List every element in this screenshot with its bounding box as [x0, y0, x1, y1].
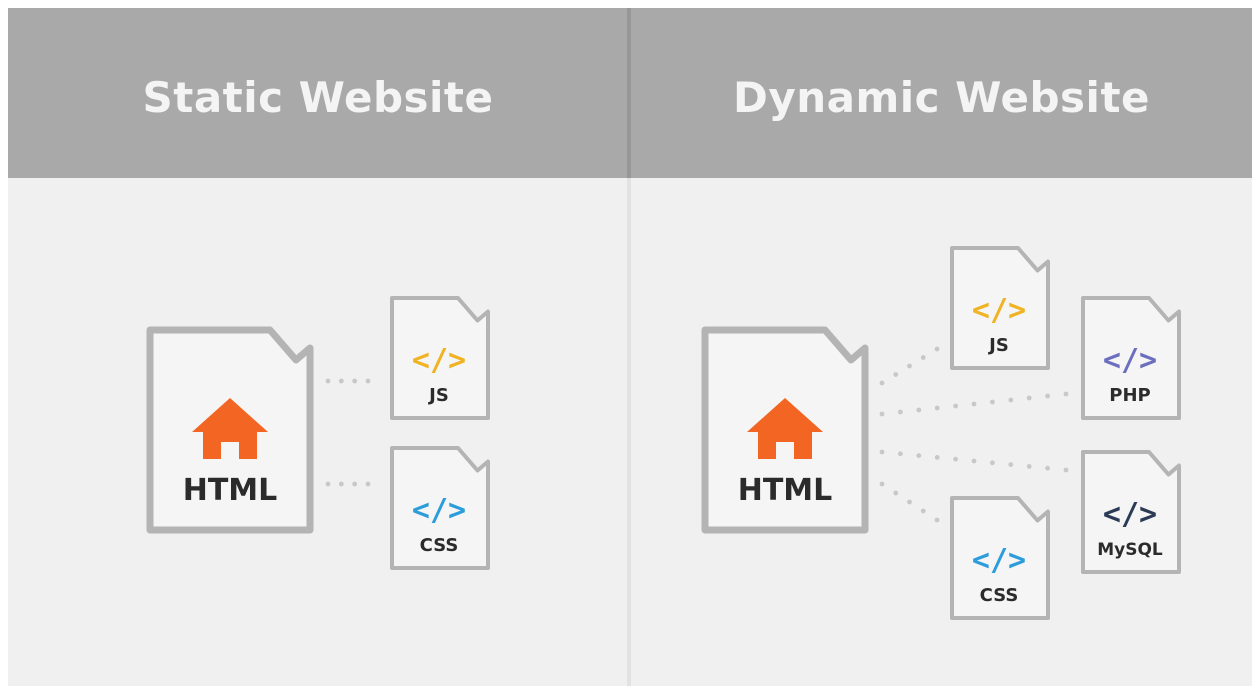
- css-file-static: </> CSS: [390, 446, 490, 570]
- connector-dot: [990, 460, 995, 466]
- connector-dot: [338, 378, 344, 384]
- connector-dot: [325, 481, 331, 487]
- dynamic-website-header: Dynamic Website: [631, 8, 1252, 178]
- panel-divider: [627, 8, 631, 686]
- connector-dot: [920, 355, 926, 360]
- connector-dot: [1026, 395, 1032, 401]
- connector-dot: [898, 409, 903, 415]
- connector-dot: [879, 481, 885, 487]
- connector-dot: [352, 481, 358, 487]
- connector-html-js-dynamic: [879, 346, 940, 386]
- connector-html-mysql: [879, 449, 1069, 473]
- connector-dot: [893, 372, 899, 377]
- connector-dot: [352, 378, 358, 384]
- connector-dot: [916, 407, 922, 413]
- connector-dot: [1008, 462, 1014, 467]
- document-outline: [950, 496, 1050, 620]
- connector-dot: [1063, 467, 1069, 473]
- connector-dot: [934, 455, 940, 460]
- mysql-file-dynamic: </> MySQL: [1081, 450, 1181, 574]
- document-outline: [1081, 296, 1181, 420]
- connector-dot: [934, 405, 940, 411]
- php-file-dynamic: </> PHP: [1081, 296, 1181, 420]
- connector-dot: [338, 481, 344, 487]
- html-label: HTML: [738, 473, 833, 508]
- connector-dot: [365, 378, 371, 384]
- connector-html-php: [879, 391, 1069, 417]
- connector-dot: [953, 456, 958, 462]
- file-label: PHP: [1109, 385, 1150, 406]
- connector-dot: [971, 401, 977, 407]
- css-file-dynamic: </> CSS: [950, 496, 1050, 620]
- home-icon: [192, 398, 268, 459]
- connector-dot: [934, 517, 940, 523]
- connector-dot: [953, 403, 958, 409]
- code-icon: </>: [1103, 343, 1157, 378]
- file-label: JS: [427, 385, 449, 406]
- file-label: CSS: [420, 535, 459, 556]
- document-outline: [390, 296, 490, 420]
- document-outline: [950, 246, 1050, 370]
- code-icon: </>: [412, 343, 466, 378]
- connector-dot: [893, 490, 899, 496]
- connector-dot: [879, 449, 885, 455]
- connector-dot: [971, 458, 977, 464]
- connector-dot: [365, 481, 371, 487]
- connector-html-css-dynamic: [879, 481, 940, 523]
- file-label: CSS: [980, 585, 1019, 606]
- file-label: MySQL: [1097, 540, 1163, 560]
- code-icon: </>: [412, 493, 466, 528]
- connector-dot: [879, 380, 885, 386]
- html-file-dynamic: HTML: [701, 326, 869, 534]
- static-website-panel: Static Website: [8, 8, 628, 686]
- connector-dot: [898, 451, 903, 457]
- html-label: HTML: [183, 473, 278, 508]
- file-label: JS: [987, 335, 1009, 356]
- connector-dot: [907, 363, 912, 369]
- dynamic-website-title: Dynamic Website: [733, 73, 1150, 122]
- connector-dot: [1008, 397, 1014, 403]
- document-outline: [390, 446, 490, 570]
- connector-dot: [920, 508, 926, 514]
- js-file-dynamic: </> JS: [950, 246, 1050, 370]
- static-website-header: Static Website: [8, 8, 628, 178]
- home-icon: [747, 398, 823, 459]
- code-icon: </>: [972, 293, 1026, 328]
- connector-dot: [934, 346, 940, 352]
- connector-dot: [879, 411, 885, 417]
- static-website-title: Static Website: [142, 73, 494, 122]
- html-file-static: HTML: [146, 326, 314, 534]
- code-icon: </>: [1103, 497, 1157, 532]
- connector-dot: [1045, 393, 1050, 399]
- header-divider: [627, 8, 631, 178]
- document-outline: [1081, 450, 1181, 574]
- code-icon: </>: [972, 543, 1026, 578]
- connector-dot: [916, 453, 922, 458]
- connector-dot: [907, 499, 912, 505]
- connector-dot: [1063, 391, 1069, 397]
- js-file-static: </> JS: [390, 296, 490, 420]
- connector-html-js: [325, 378, 371, 384]
- connector-html-css: [325, 481, 371, 487]
- connector-dot: [1045, 465, 1050, 471]
- connector-dot: [990, 399, 995, 405]
- connector-dot: [1026, 464, 1032, 469]
- connector-dot: [325, 378, 331, 384]
